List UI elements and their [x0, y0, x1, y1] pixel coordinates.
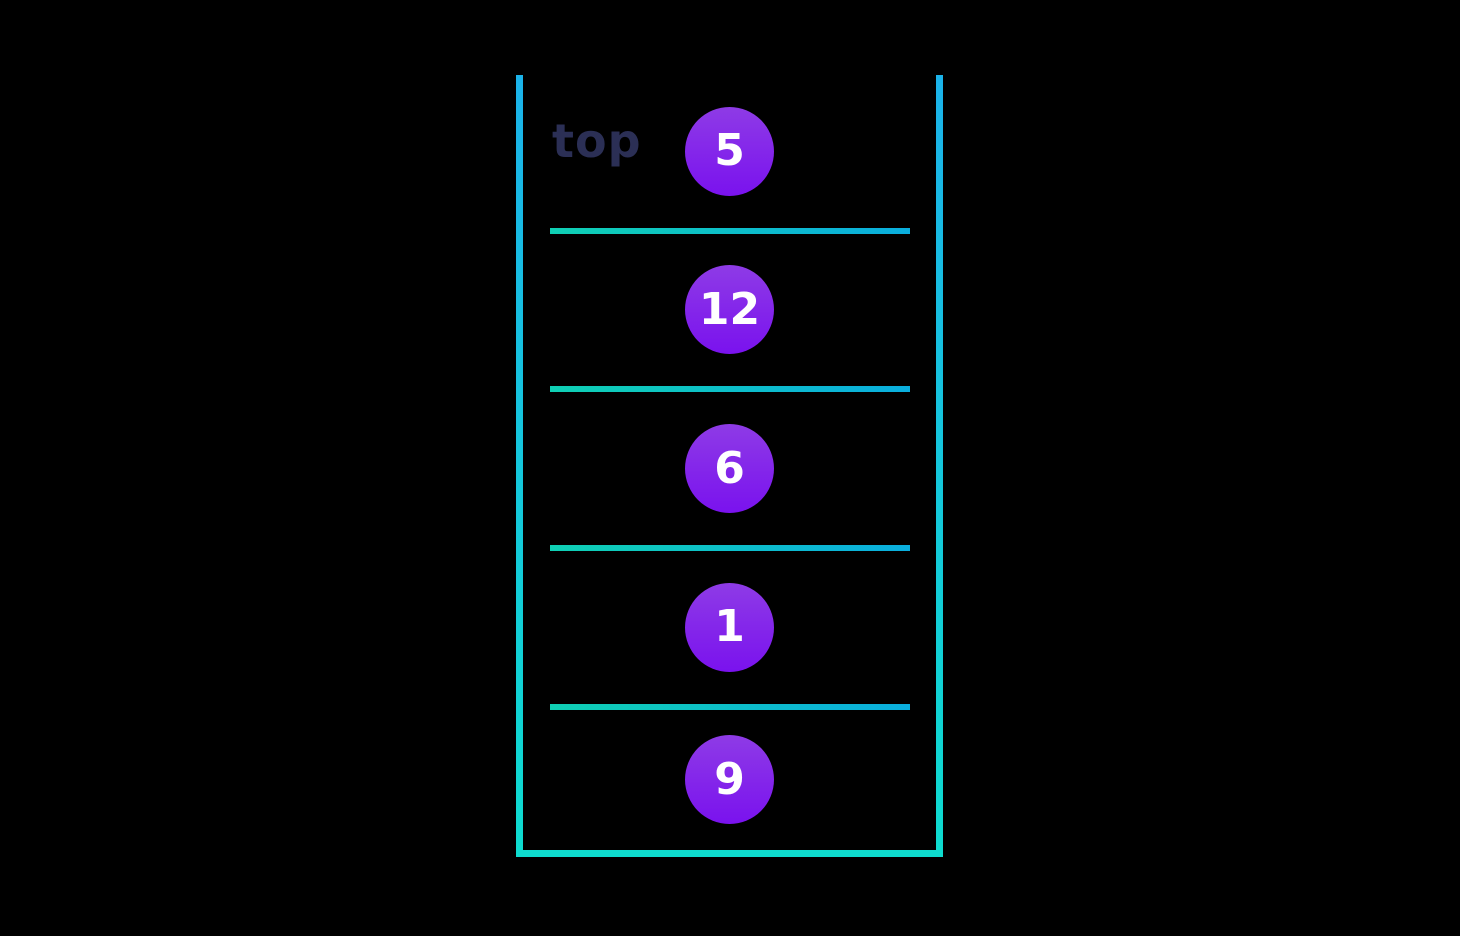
stack-row: 12 [523, 234, 936, 387]
stack-slot-divider [550, 703, 910, 710]
stack-item-value: 9 [714, 753, 745, 805]
stack-item-circle: 12 [685, 265, 774, 355]
stack-item-circle: 9 [685, 735, 774, 825]
top-pointer-label: top [552, 114, 642, 168]
stack-item-circle: 5 [685, 106, 774, 196]
stack-item-value: 12 [698, 283, 761, 335]
stack-row: 5 [523, 75, 936, 228]
stack-slot-divider [550, 227, 910, 234]
stack-wall-right [936, 75, 943, 857]
stack-item-circle: 1 [685, 582, 774, 672]
stack-row: 1 [523, 551, 936, 704]
stack-slot-divider [550, 386, 910, 393]
stack-item-value: 1 [714, 601, 745, 653]
stack-rows: 5 12 6 1 9 [523, 75, 936, 850]
stack-item-value: 6 [714, 442, 745, 494]
stack-bottom-edge [516, 850, 943, 857]
stack-row: 6 [523, 392, 936, 545]
stack-item-circle: 6 [685, 424, 774, 514]
stack-wall-left [516, 75, 523, 857]
stack-slot-divider [550, 544, 910, 551]
stack-row: 9 [523, 710, 936, 850]
stack-container: 5 12 6 1 9 top [516, 75, 943, 857]
stack-item-value: 5 [714, 125, 745, 177]
